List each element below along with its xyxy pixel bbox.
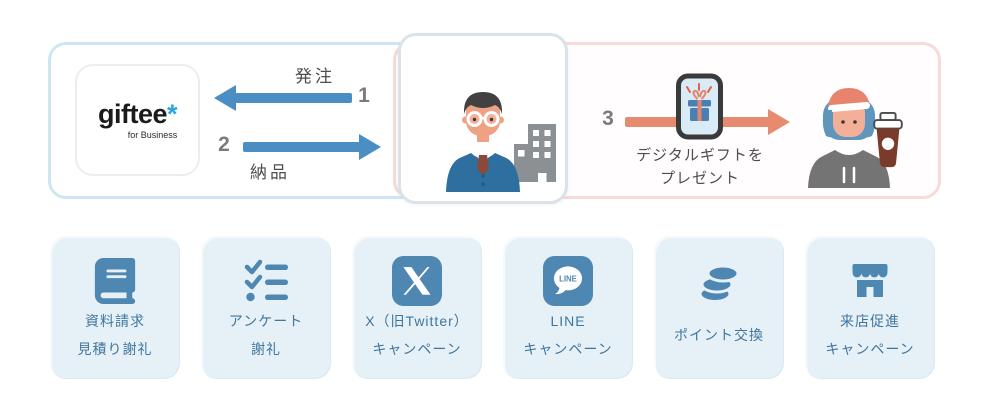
use-case-card-store-campaign: 来店促進 キャンペーン bbox=[805, 236, 935, 379]
use-case-label: ポイント交換 bbox=[674, 327, 764, 343]
line-logo-icon: LINE bbox=[503, 253, 633, 309]
gift-present-label: デジタルギフトを プレゼント bbox=[636, 147, 764, 187]
checklist-icon bbox=[201, 253, 331, 309]
smartphone-gift-icon bbox=[676, 73, 723, 140]
giftee-logo-card: giftee* for Business bbox=[75, 64, 200, 176]
use-case-card-point-exchange: ポイント交換 bbox=[654, 236, 784, 379]
step-number-3: 3 bbox=[602, 107, 614, 130]
use-case-label: LINE キャンペーン bbox=[523, 313, 613, 357]
storefront-icon bbox=[805, 253, 935, 309]
use-case-label: 来店促進 キャンペーン bbox=[825, 313, 915, 357]
use-case-label: 資料請求 見積り謝礼 bbox=[77, 313, 153, 357]
arrow-head-icon bbox=[214, 85, 236, 111]
arrow-head-icon bbox=[768, 109, 790, 135]
x-logo-icon bbox=[352, 253, 482, 309]
sparkle-icon bbox=[686, 83, 712, 93]
order-arrow bbox=[214, 85, 352, 111]
giftee-logo-subtitle: for Business bbox=[127, 129, 178, 140]
use-case-label: アンケート 謝礼 bbox=[228, 313, 304, 357]
use-case-label: X（旧Twitter） キャンペーン bbox=[365, 313, 469, 357]
book-icon bbox=[50, 253, 180, 309]
coins-icon bbox=[654, 253, 784, 309]
giftee-logo: giftee* bbox=[97, 98, 178, 129]
svg-text:LINE: LINE bbox=[559, 275, 577, 284]
delivery-arrow bbox=[243, 134, 381, 160]
order-label: 発注 bbox=[295, 67, 335, 86]
use-case-card-line-campaign: LINE LINE キャンペーン bbox=[503, 236, 633, 379]
step-number-1: 1 bbox=[358, 84, 370, 107]
recipient-person-illustration bbox=[808, 88, 890, 188]
giftee-asterisk-mark: * bbox=[167, 98, 178, 129]
arrow-head-icon bbox=[359, 134, 381, 160]
use-case-card-x-campaign: X（旧Twitter） キャンペーン bbox=[352, 236, 482, 379]
coffee-cup-icon bbox=[873, 111, 903, 168]
gift-box-icon bbox=[688, 89, 711, 121]
delivery-label: 納品 bbox=[250, 163, 290, 182]
step-number-2: 2 bbox=[218, 133, 230, 156]
use-case-card-document-reward: 資料請求 見積り謝礼 bbox=[50, 236, 180, 379]
use-case-card-survey-reward: アンケート 謝礼 bbox=[201, 236, 331, 379]
client-person-illustration bbox=[446, 92, 556, 192]
businessman-figure bbox=[446, 92, 520, 192]
office-building-icon bbox=[514, 124, 556, 182]
